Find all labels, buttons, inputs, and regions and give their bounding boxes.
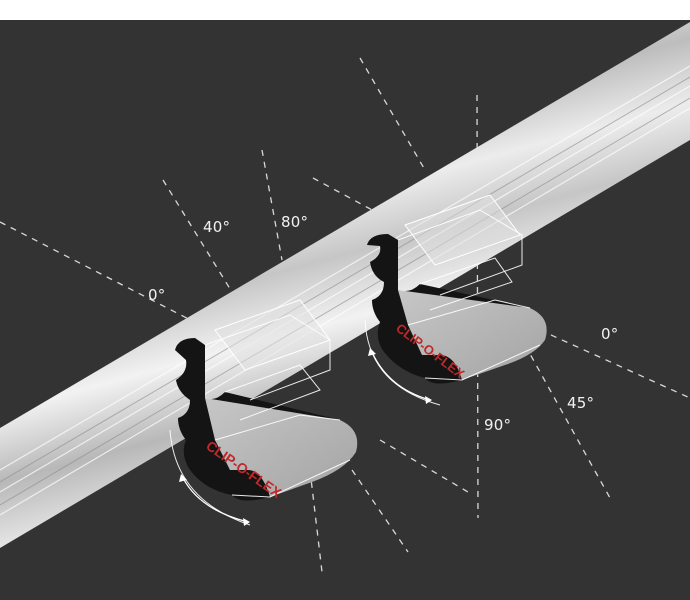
angle-label-right-45: 45° [567,394,595,412]
angle-guides [0,57,690,573]
angle-label-left-80: 80° [281,213,309,231]
rail [0,22,690,548]
diagram-canvas: CLIP-O-FLEX CLIP-O-FLEX 0° 40° 80° 0 [0,20,690,600]
clip-left: CLIP-O-FLEX [169,299,358,526]
angle-label-right-90: 90° [484,416,512,434]
angle-label-left-40: 40° [203,218,231,236]
illustration: CLIP-O-FLEX CLIP-O-FLEX [0,22,690,573]
angle-label-right-0: 0° [601,325,619,343]
angle-label-left-0: 0° [148,286,166,304]
clip-right: CLIP-O-FLEX [364,194,547,406]
